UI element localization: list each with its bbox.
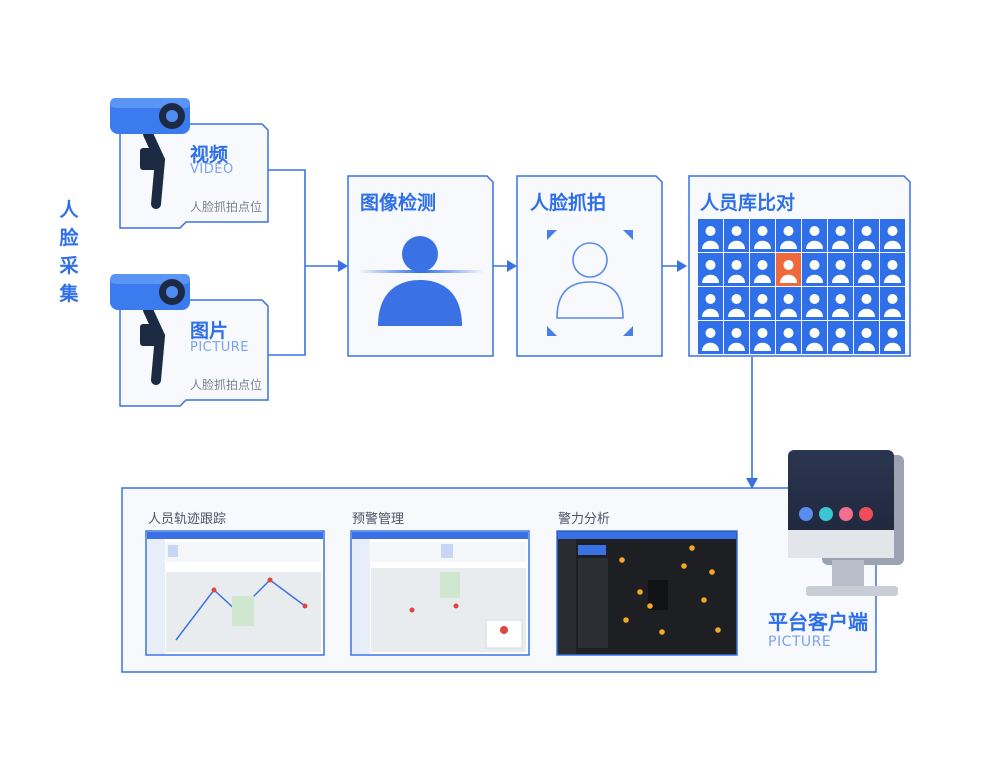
source-video-title: 视频 (190, 144, 229, 166)
face-tile (802, 219, 827, 252)
unit-marker (715, 627, 721, 633)
face-tile (776, 219, 801, 252)
source-video-subtitle: VIDEO (190, 162, 234, 177)
step-box-person-db-compare (688, 175, 911, 357)
unit-marker (619, 557, 625, 563)
face-tile (698, 321, 723, 354)
unit-marker (681, 563, 687, 569)
face-tile (724, 253, 749, 286)
face-tile (828, 287, 853, 320)
face-tile (828, 219, 853, 252)
connector-lines (266, 169, 753, 488)
monitor-icon (788, 450, 904, 596)
person-silhouette-icon (402, 236, 438, 272)
face-tile (802, 253, 827, 286)
face-tile (854, 287, 879, 320)
source-picture-subtitle: PICTURE (190, 340, 249, 355)
face-tile (828, 321, 853, 354)
face-tile (724, 287, 749, 320)
face-tile (698, 219, 723, 252)
screenshot-trajectory (145, 530, 325, 656)
platform-subtitle: PICTURE (768, 634, 832, 650)
face-tile (854, 253, 879, 286)
face-tile (776, 287, 801, 320)
source-video-caption: 人脸抓拍点位 (190, 200, 263, 214)
step-box-face-capture (516, 175, 663, 357)
face-tile (880, 219, 905, 252)
screenshot-alert (350, 530, 530, 656)
unit-marker (659, 629, 665, 635)
side-label: 人脸采集 (59, 199, 79, 305)
unit-marker (637, 589, 643, 595)
status-light-pink (839, 507, 853, 521)
screenshot-label-alert: 预警管理 (352, 512, 405, 527)
face-tile (854, 321, 879, 354)
face-tile (802, 321, 827, 354)
face-tile (750, 253, 775, 286)
face-tile (802, 287, 827, 320)
step-title-person-db-compare: 人员库比对 (700, 192, 796, 214)
face-tile (724, 219, 749, 252)
step-box-image-detection (347, 175, 494, 357)
unit-marker (709, 569, 715, 575)
picture-camera-icon (110, 274, 190, 385)
unit-marker (701, 597, 707, 603)
screenshot-label-force: 警力分析 (558, 512, 611, 527)
status-light-teal (819, 507, 833, 521)
video-camera-icon (110, 98, 190, 209)
face-tile (698, 287, 723, 320)
unit-marker (623, 617, 629, 623)
status-light-blue (799, 507, 813, 521)
face-tile (880, 321, 905, 354)
screenshot-label-trajectory: 人员轨迹跟踪 (148, 512, 227, 527)
matched-face-tile (776, 253, 801, 286)
status-light-red (859, 507, 873, 521)
step-title-face-capture: 人脸抓拍 (530, 192, 607, 214)
platform-title: 平台客户端 (768, 610, 868, 634)
face-tile (750, 287, 775, 320)
face-tile (880, 253, 905, 286)
arrow-heads (338, 260, 758, 489)
face-tile (776, 321, 801, 354)
face-outline-icon (556, 242, 624, 319)
unit-marker (689, 545, 695, 551)
unit-markers (619, 545, 721, 635)
unit-marker (647, 603, 653, 609)
step-title-image-detection: 图像检测 (360, 192, 437, 214)
face-tile (698, 253, 723, 286)
face-grid (698, 219, 905, 354)
face-tile (750, 321, 775, 354)
screenshot-force-analysis (556, 530, 738, 656)
face-tile (724, 321, 749, 354)
face-tile (828, 253, 853, 286)
source-picture-caption: 人脸抓拍点位 (190, 378, 263, 392)
face-tile (854, 219, 879, 252)
focus-corners-icon (547, 230, 633, 336)
face-tile (750, 219, 775, 252)
face-tile (880, 287, 905, 320)
source-picture-title: 图片 (190, 320, 229, 342)
